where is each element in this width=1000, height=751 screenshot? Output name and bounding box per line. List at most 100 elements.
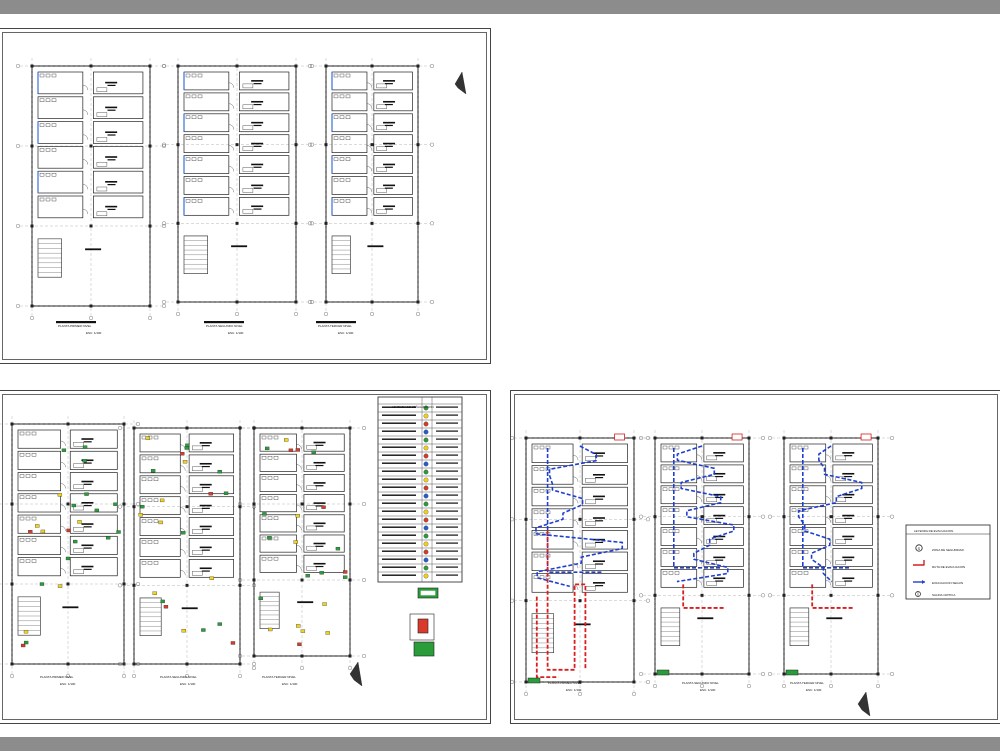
grid-bubble [639, 436, 644, 441]
grid-bubble [308, 300, 313, 305]
legend-text [436, 462, 458, 464]
safety-sign-icon [181, 628, 186, 633]
room-area [83, 547, 92, 549]
column [747, 436, 751, 440]
room-label [842, 514, 855, 517]
room [188, 517, 234, 536]
column [524, 599, 528, 603]
fixture [791, 466, 797, 471]
sheet-signage[interactable] [0, 390, 491, 724]
room-label [105, 156, 118, 158]
fixture [533, 467, 539, 471]
grid-bubble [237, 674, 242, 679]
room [832, 443, 873, 463]
column [89, 64, 93, 68]
room [239, 113, 290, 133]
cad-canvas[interactable]: S PLANTA PRIMER NIVEL ESC: 1/100 PLANTA … [0, 14, 1000, 737]
grid-bubble [510, 517, 515, 522]
room-label [842, 452, 855, 454]
room-area [201, 486, 210, 489]
room-label [313, 482, 326, 484]
grid-bubble [510, 680, 515, 685]
safety-sign-icon [84, 492, 89, 496]
safety-sign-icon [181, 531, 186, 535]
room-label [81, 565, 94, 568]
furniture [835, 581, 846, 586]
room-area [107, 84, 116, 87]
grid-bubble [430, 64, 435, 69]
furniture [706, 539, 717, 544]
room [259, 554, 297, 573]
column [524, 680, 528, 684]
fixture [273, 516, 279, 520]
grid-bubble [430, 300, 435, 305]
grid-bubble [362, 578, 367, 583]
plan-title: PLANTA SEGUNDO NIVEL [682, 681, 719, 685]
fixture [19, 453, 25, 457]
column [300, 426, 304, 430]
room [531, 551, 574, 572]
grid-bubble [768, 514, 773, 519]
room-area [844, 475, 853, 478]
room-label [697, 617, 714, 620]
column [578, 436, 582, 440]
room [69, 514, 118, 534]
column [632, 436, 636, 440]
furniture [96, 161, 108, 167]
room-label [842, 472, 855, 475]
grid-bubble [161, 143, 166, 148]
plan-title: PLANTA PRIMER NIVEL [58, 324, 92, 328]
room-label [313, 502, 326, 504]
room [373, 176, 413, 195]
room-label [199, 546, 212, 549]
room [832, 569, 873, 588]
furniture [835, 560, 846, 565]
safety-sign-icon [82, 445, 88, 449]
legend-sign-icon [423, 541, 429, 547]
plan-scale: ESC: 1/100 [282, 682, 298, 686]
furniture [73, 548, 84, 553]
safety-sign-icon [180, 452, 185, 456]
door-swing [180, 507, 186, 513]
column [235, 143, 239, 147]
furniture [306, 525, 317, 531]
door-swing [366, 207, 373, 214]
grid-bubble [310, 300, 315, 305]
grid-bubble [646, 598, 651, 603]
room [303, 494, 345, 513]
grid-bubble [300, 666, 305, 671]
legend-text [436, 470, 458, 472]
legend-sign-icon [423, 525, 429, 531]
legend-text [436, 438, 458, 440]
grid-bubble [639, 672, 644, 677]
column [782, 436, 786, 440]
door-swing [296, 524, 302, 531]
room-label [592, 560, 605, 563]
safety-sign-icon [28, 530, 33, 534]
door-swing [573, 541, 579, 547]
column [370, 221, 374, 225]
door-swing [366, 166, 373, 172]
room [303, 433, 345, 452]
safety-sign-icon [321, 505, 326, 509]
sheet-evacuation[interactable] [510, 390, 1000, 724]
fixture [185, 136, 191, 140]
room-area [253, 208, 262, 210]
grid-bubble [768, 436, 773, 441]
furniture [73, 527, 84, 532]
fixture [51, 172, 57, 177]
room [69, 557, 118, 577]
north-arrow-icon [454, 71, 467, 95]
grid-bubble [175, 312, 180, 317]
legend-text [436, 406, 458, 408]
legend-text [382, 422, 416, 424]
fixture [39, 148, 45, 152]
column [132, 583, 136, 587]
room [239, 197, 290, 216]
legend-text [436, 478, 458, 480]
furniture [585, 478, 596, 483]
door-swing [696, 538, 702, 544]
room-label [81, 480, 94, 483]
room-area [201, 445, 210, 447]
evac-legend-item: EVACUACION SEGUN [932, 581, 963, 585]
